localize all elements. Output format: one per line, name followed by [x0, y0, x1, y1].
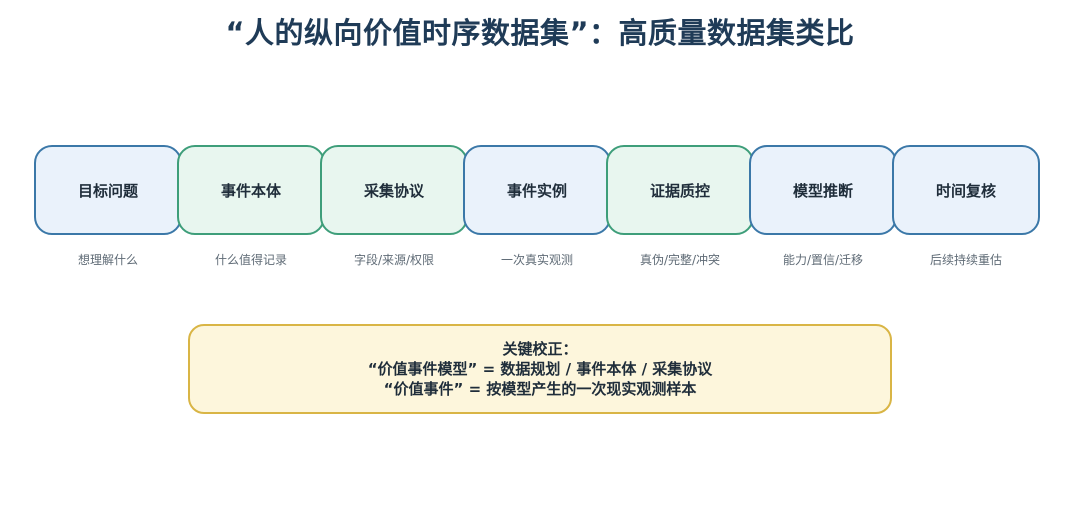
process-flow: 目标问题 事件本体 采集协议 事件实例 证据质控 模型推断 时间复核 想理解什么… — [34, 145, 1040, 267]
step-event-ontology: 事件本体 — [177, 145, 325, 235]
step-event-ontology-caption: 什么值得记录 — [214, 253, 287, 267]
step-goal-question-caption: 想理解什么 — [77, 253, 138, 267]
note-heading: 关键校正： — [502, 340, 578, 358]
step-evidence-qc: 证据质控 — [606, 145, 754, 235]
step-time-review: 时间复核 — [892, 145, 1040, 235]
step-goal-question: 目标问题 — [34, 145, 182, 235]
note-line-model: “价值事件模型” = 数据规划 / 事件本体 / 采集协议 — [367, 360, 713, 378]
step-event-instance-caption: 一次真实观测 — [500, 253, 573, 267]
page-title: “人的纵向价值时序数据集”：高质量数据集类比 — [225, 16, 855, 50]
key-correction-note: 关键校正： “价值事件模型” = 数据规划 / 事件本体 / 采集协议 “价值事… — [188, 324, 892, 414]
note-line-event: “价值事件” = 按模型产生的一次现实观测样本 — [383, 380, 697, 398]
step-model-inference-caption: 能力/置信/迁移 — [782, 253, 864, 267]
step-model-inference: 模型推断 — [749, 145, 897, 235]
step-collection-protocol: 采集协议 — [320, 145, 468, 235]
step-collection-protocol-caption: 字段/来源/权限 — [353, 253, 435, 267]
step-evidence-qc-caption: 真伪/完整/冲突 — [639, 253, 721, 267]
step-time-review-caption: 后续持续重估 — [929, 253, 1002, 267]
step-event-instance: 事件实例 — [463, 145, 611, 235]
